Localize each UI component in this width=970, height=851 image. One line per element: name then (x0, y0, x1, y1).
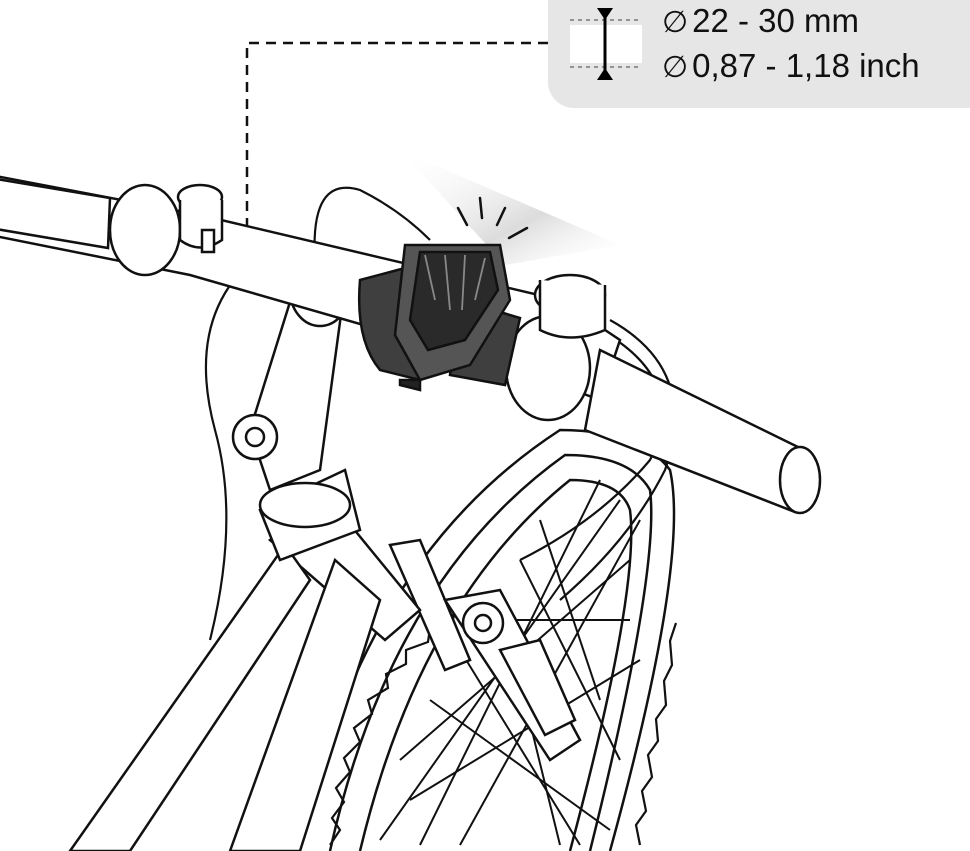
diameter-symbol: ∅ (662, 6, 689, 39)
bike-light (357, 243, 522, 392)
front-fork (388, 538, 582, 762)
light-rays-icon (456, 196, 529, 240)
diameter-callout (548, 0, 970, 108)
range-inch-text: 0,87 - 1,18 inch (692, 47, 920, 84)
right-grip (504, 273, 822, 515)
range-mm-text: 22 - 30 mm (692, 2, 860, 39)
diameter-inch-label: ∅0,87 - 1,18 inch (662, 49, 920, 83)
diameter-mm-label: ∅22 - 30 mm (662, 4, 859, 38)
callout-panel (548, 0, 970, 108)
bike-frame (68, 468, 422, 851)
light-beam (400, 150, 620, 265)
diameter-symbol-2: ∅ (662, 51, 689, 84)
